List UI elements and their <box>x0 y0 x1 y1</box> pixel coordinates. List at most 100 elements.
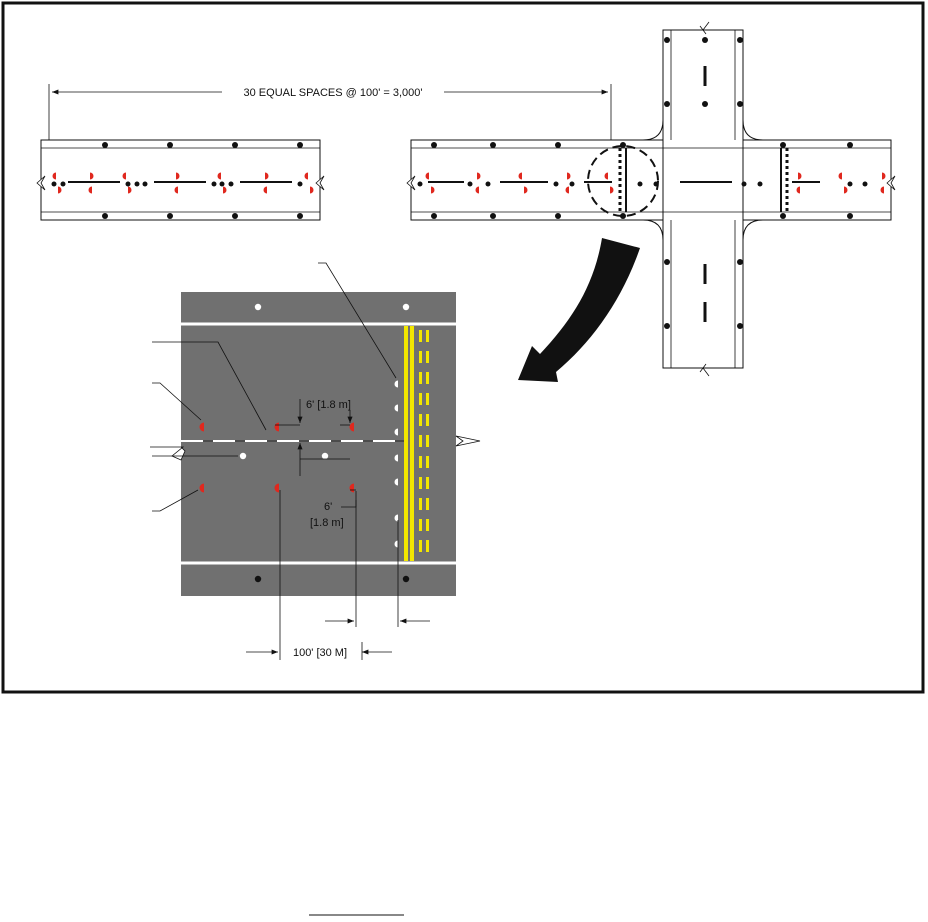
threshold-light <box>394 514 398 522</box>
red-reflector <box>477 172 481 180</box>
edge-dash <box>419 351 422 363</box>
edge-light <box>232 213 238 219</box>
centerline-marker <box>134 181 140 187</box>
edge-dash <box>426 519 429 531</box>
red-reflector <box>610 186 614 194</box>
edge-light <box>555 142 561 148</box>
centerline-marker <box>485 181 491 187</box>
edge-light <box>620 213 626 219</box>
detail-pavement <box>150 292 481 596</box>
red-reflector <box>90 172 94 180</box>
red-reflector <box>882 172 886 180</box>
edge-dash <box>419 477 422 489</box>
red-reflector <box>199 483 204 493</box>
centerline-marker <box>60 181 66 187</box>
red-reflector <box>274 483 279 493</box>
edge-light <box>780 213 786 219</box>
edge-light <box>780 142 786 148</box>
red-reflector <box>567 172 571 180</box>
red-reflector <box>176 172 180 180</box>
centerline-marker <box>142 181 148 187</box>
red-reflector <box>475 186 479 194</box>
edge-dash <box>419 372 422 384</box>
edge-light <box>431 142 437 148</box>
edge-dash <box>419 393 422 405</box>
red-reflector <box>310 186 314 194</box>
red-reflector <box>128 186 132 194</box>
drawing-frame <box>1 1 925 694</box>
red-reflector <box>304 172 308 180</box>
offset-bottom-label-2: [1.8 m] <box>310 517 344 529</box>
offset-top-label: 6' [1.8 m] <box>306 399 351 411</box>
centerline-marker <box>757 181 763 187</box>
red-reflector <box>174 186 178 194</box>
edge-light <box>737 37 743 43</box>
threshold-light <box>394 428 398 436</box>
edge-light <box>664 323 670 329</box>
spacing-dimension: 30 EQUAL SPACES @ 100' = 3,000' <box>48 84 612 182</box>
edge-light <box>847 142 853 148</box>
centerline-marker <box>417 181 423 187</box>
spacing-detail-label: 100' [30 M] <box>293 647 347 659</box>
leader-lines <box>152 262 397 512</box>
edge-dash <box>426 498 429 510</box>
red-reflector <box>52 172 56 180</box>
centerline-marker <box>847 181 853 187</box>
red-reflector <box>265 172 269 180</box>
edge-light <box>664 259 670 265</box>
edge-light <box>102 142 108 148</box>
edge-light <box>555 213 561 219</box>
detail-callout-circle <box>587 145 659 217</box>
red-reflector <box>524 186 528 194</box>
red-reflector <box>217 172 221 180</box>
edge-dash <box>419 540 422 552</box>
threshold-light <box>394 380 398 388</box>
threshold-light <box>394 478 398 486</box>
edge-dash <box>419 519 422 531</box>
threshold-light <box>394 404 398 412</box>
edge-light <box>167 142 173 148</box>
red-reflector <box>431 186 435 194</box>
edge-dash <box>419 435 422 447</box>
red-reflector <box>122 172 126 180</box>
road-segment-left <box>36 139 325 221</box>
edge-dash <box>426 414 429 426</box>
red-reflector <box>844 186 848 194</box>
centerline-marker <box>211 181 217 187</box>
edge-light <box>737 101 743 107</box>
centerline-marker <box>741 181 747 187</box>
red-reflector <box>565 186 569 194</box>
red-reflector <box>223 186 227 194</box>
edge-dash <box>426 477 429 489</box>
edge-light <box>431 213 437 219</box>
road-intersection <box>406 21 896 377</box>
edge-dash <box>419 498 422 510</box>
edge-dash <box>419 456 422 468</box>
centerline-marker <box>228 181 234 187</box>
edge-dash <box>426 435 429 447</box>
detail-dimensions <box>246 399 430 660</box>
detail-arrow <box>518 238 640 382</box>
threshold-light <box>394 540 398 548</box>
red-reflector <box>58 186 62 194</box>
centerline-marker <box>467 181 473 187</box>
edge-light <box>297 142 303 148</box>
edge-light <box>490 142 496 148</box>
edge-light <box>702 37 708 43</box>
centerline-marker <box>569 181 575 187</box>
edge-dash <box>426 540 429 552</box>
centerline-marker <box>51 181 57 187</box>
edge-light <box>664 37 670 43</box>
edge-light <box>620 142 626 148</box>
red-reflector <box>880 186 884 194</box>
edge-light <box>232 142 238 148</box>
edge-light <box>737 259 743 265</box>
red-reflector <box>88 186 92 194</box>
red-reflector <box>263 186 267 194</box>
edge-dash <box>426 351 429 363</box>
edge-light <box>102 213 108 219</box>
centerline-marker <box>219 181 225 187</box>
centerline-marker <box>125 181 131 187</box>
red-reflector <box>199 422 204 432</box>
